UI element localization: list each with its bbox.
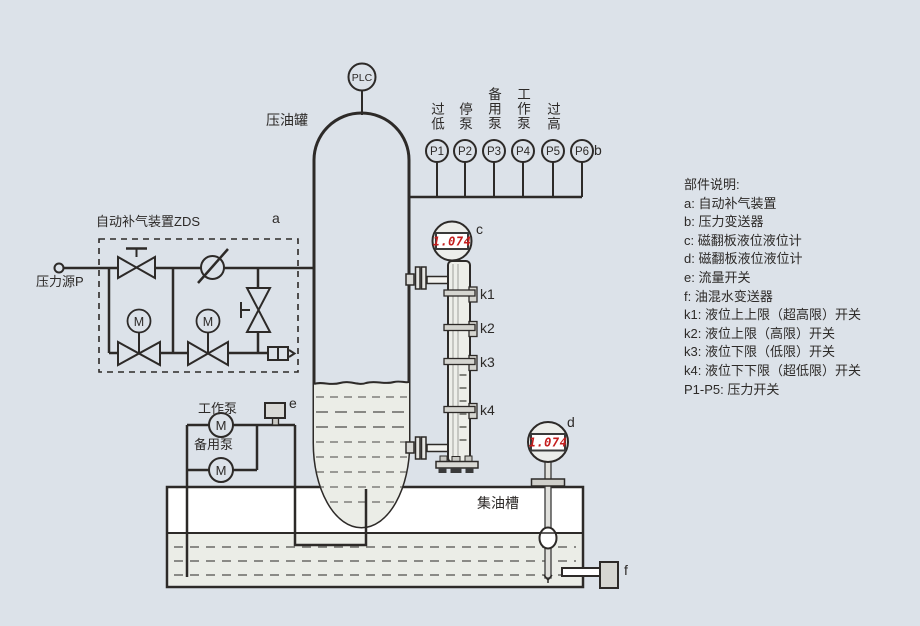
pressure-switch-p5: P5 xyxy=(546,146,560,158)
oil-water-transmitter xyxy=(561,561,619,589)
standby-pump-label: 备用泵 xyxy=(194,437,234,452)
legend: 部件说明: a: 自动补气装置 b: 压力变送器 c: 磁翻板液位液位计 d: … xyxy=(684,176,920,399)
pressure-switch-p1: P1 xyxy=(430,146,444,158)
motor-valve-2-label: M xyxy=(203,315,213,329)
legend-item-b: b: 压力变送器 xyxy=(684,214,764,230)
gauge-top-connection xyxy=(405,266,449,290)
relief-valve xyxy=(240,287,272,333)
switch-k4-label: k4 xyxy=(480,402,495,418)
legend-item-k3: k3: 液位下限（低限）开关 xyxy=(684,344,835,360)
air-makeup-unit-title: 自动补气装置ZDS xyxy=(96,214,201,229)
gauge-d-float xyxy=(538,526,558,550)
unit-boundary xyxy=(98,238,299,373)
standby-pump-motor-label: M xyxy=(216,463,227,478)
tank-liquid-surface xyxy=(314,380,409,385)
legend-item-p: P1-P5: 压力开关 xyxy=(684,381,780,397)
pressure-source-label: 压力源P xyxy=(36,274,84,289)
p5-function-label: 过高 xyxy=(545,102,560,131)
gauge-d-flange xyxy=(530,478,566,487)
working-pump-label: 工作泵 xyxy=(198,401,238,416)
flow-switch xyxy=(264,402,286,426)
silencer xyxy=(267,346,297,361)
pressure-switch-p4: P4 xyxy=(516,146,531,158)
gauge-d-indicator: 1.074 xyxy=(527,421,569,463)
legend-item-k2: k2: 液位上限（高限）开关 xyxy=(684,325,835,341)
standby-pump: M xyxy=(208,457,234,483)
oil-water-transmitter-tag: f xyxy=(624,562,628,578)
p1-function-label: 过低 xyxy=(429,102,444,131)
gauge-d-stem-tip xyxy=(543,574,553,583)
p2-function-label: 停泵 xyxy=(457,102,472,131)
manual-valve xyxy=(117,247,156,280)
pressure-tank xyxy=(312,111,411,529)
tank-liquid xyxy=(314,380,409,527)
sump-liquid-hatch xyxy=(174,546,576,576)
transmitter-b-tag: b xyxy=(594,142,602,158)
legend-item-e: e: 流量开关 xyxy=(684,269,751,285)
gauge-base xyxy=(435,455,479,473)
plc-label: PLC xyxy=(352,72,373,84)
gauge-level-marks xyxy=(459,374,467,441)
pressure-source-port xyxy=(53,262,65,274)
flow-switch-tag: e xyxy=(289,395,297,411)
clamp-band-k3 xyxy=(443,357,476,366)
p4-function-label: 工作泵 xyxy=(515,87,530,131)
gauge-c-indicator: 1.074 xyxy=(431,220,473,262)
legend-item-a: a: 自动补气装置 xyxy=(684,195,777,211)
working-pump: M xyxy=(208,412,234,438)
p3-function-label: 备用泵 xyxy=(486,87,501,131)
motor-valve-2: M xyxy=(187,308,229,367)
legend-item-c: c: 磁翻板液位液位计 xyxy=(684,232,802,248)
motor-valve-1: M xyxy=(117,308,161,367)
legend-item-k4: k4: 液位下下限（超低限）开关 xyxy=(684,362,861,378)
level-gauge-d: 1.074 xyxy=(527,421,569,583)
gauge-d-tag: d xyxy=(567,414,575,430)
legend-item-d: d: 磁翻板液位液位计 xyxy=(684,251,803,267)
clamp-band-k1 xyxy=(443,289,476,297)
pressure-switch-p6: P6 xyxy=(575,146,589,158)
check-valve xyxy=(197,248,229,284)
pressure-switch-manifold: P1 P2 P3 P4 P5 P6 xyxy=(409,139,594,199)
oil-sump-label: 集油槽 xyxy=(477,495,519,511)
clamp-band-k4 xyxy=(443,405,476,414)
legend-title: 部件说明: xyxy=(684,177,740,192)
legend-item-f: f: 油混水变送器 xyxy=(684,288,773,304)
working-pump-motor-label: M xyxy=(216,418,227,433)
pressure-switch-p3: P3 xyxy=(487,146,501,158)
air-makeup-unit: M M xyxy=(53,238,314,373)
clamp-band-k2 xyxy=(443,323,476,332)
air-makeup-unit-tag: a xyxy=(272,210,280,226)
pressure-switch-p2: P2 xyxy=(458,146,472,158)
level-gauge-c: 1.074 xyxy=(405,220,479,473)
switch-k3-label: k3 xyxy=(480,354,495,370)
tank-title: 压油罐 xyxy=(266,112,308,128)
gauge-c-display: 1.074 xyxy=(433,235,472,249)
gauge-d-display: 1.074 xyxy=(529,436,568,450)
switch-k1-label: k1 xyxy=(480,286,495,302)
legend-item-k1: k1: 液位上上限（超高限）开关 xyxy=(684,307,861,323)
switch-k2-label: k2 xyxy=(480,320,495,336)
motor-valve-1-label: M xyxy=(134,315,144,329)
plc-controller: PLC xyxy=(347,62,377,115)
gauge-c-tag: c xyxy=(476,221,483,237)
